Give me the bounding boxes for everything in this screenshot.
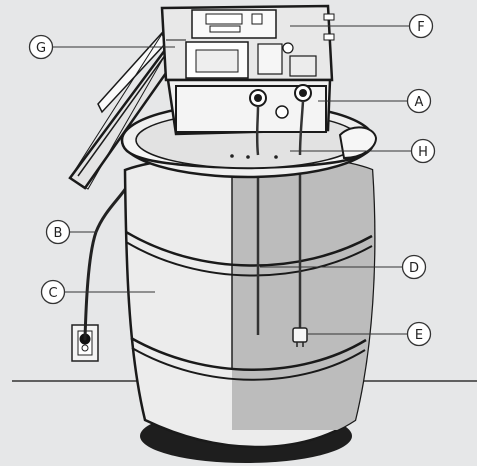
callout-d-letter: D <box>409 261 419 276</box>
callout-b-letter: B <box>54 226 63 241</box>
probe-e <box>292 327 308 343</box>
barrel-ring-lower-inner <box>131 347 366 381</box>
callout-c-letter: C <box>48 286 57 301</box>
callout-e: E <box>406 321 432 347</box>
callout-b: B <box>45 219 71 245</box>
callout-g: G <box>28 34 54 60</box>
barrel-cutaway <box>231 158 375 430</box>
callout-g-letter: G <box>36 41 46 56</box>
callout-f-letter: F <box>417 20 424 35</box>
control-box <box>160 4 335 156</box>
barrel-ring-lower <box>130 336 367 371</box>
wall-outlet <box>71 324 99 362</box>
callout-h-letter: H <box>418 145 428 160</box>
callout-f: F <box>408 13 434 39</box>
callout-a: A <box>406 88 432 114</box>
callout-h: H <box>410 138 436 164</box>
control-box-lid <box>68 22 180 190</box>
callout-c: C <box>40 279 66 305</box>
lid-handle <box>338 126 378 160</box>
callout-e-letter: E <box>415 328 423 343</box>
power-cord <box>83 186 128 341</box>
callout-a-letter: A <box>415 95 424 110</box>
barrel-ring-upper <box>125 230 373 267</box>
callout-d: D <box>401 254 427 280</box>
barrel-ring-upper-inner <box>125 241 373 277</box>
